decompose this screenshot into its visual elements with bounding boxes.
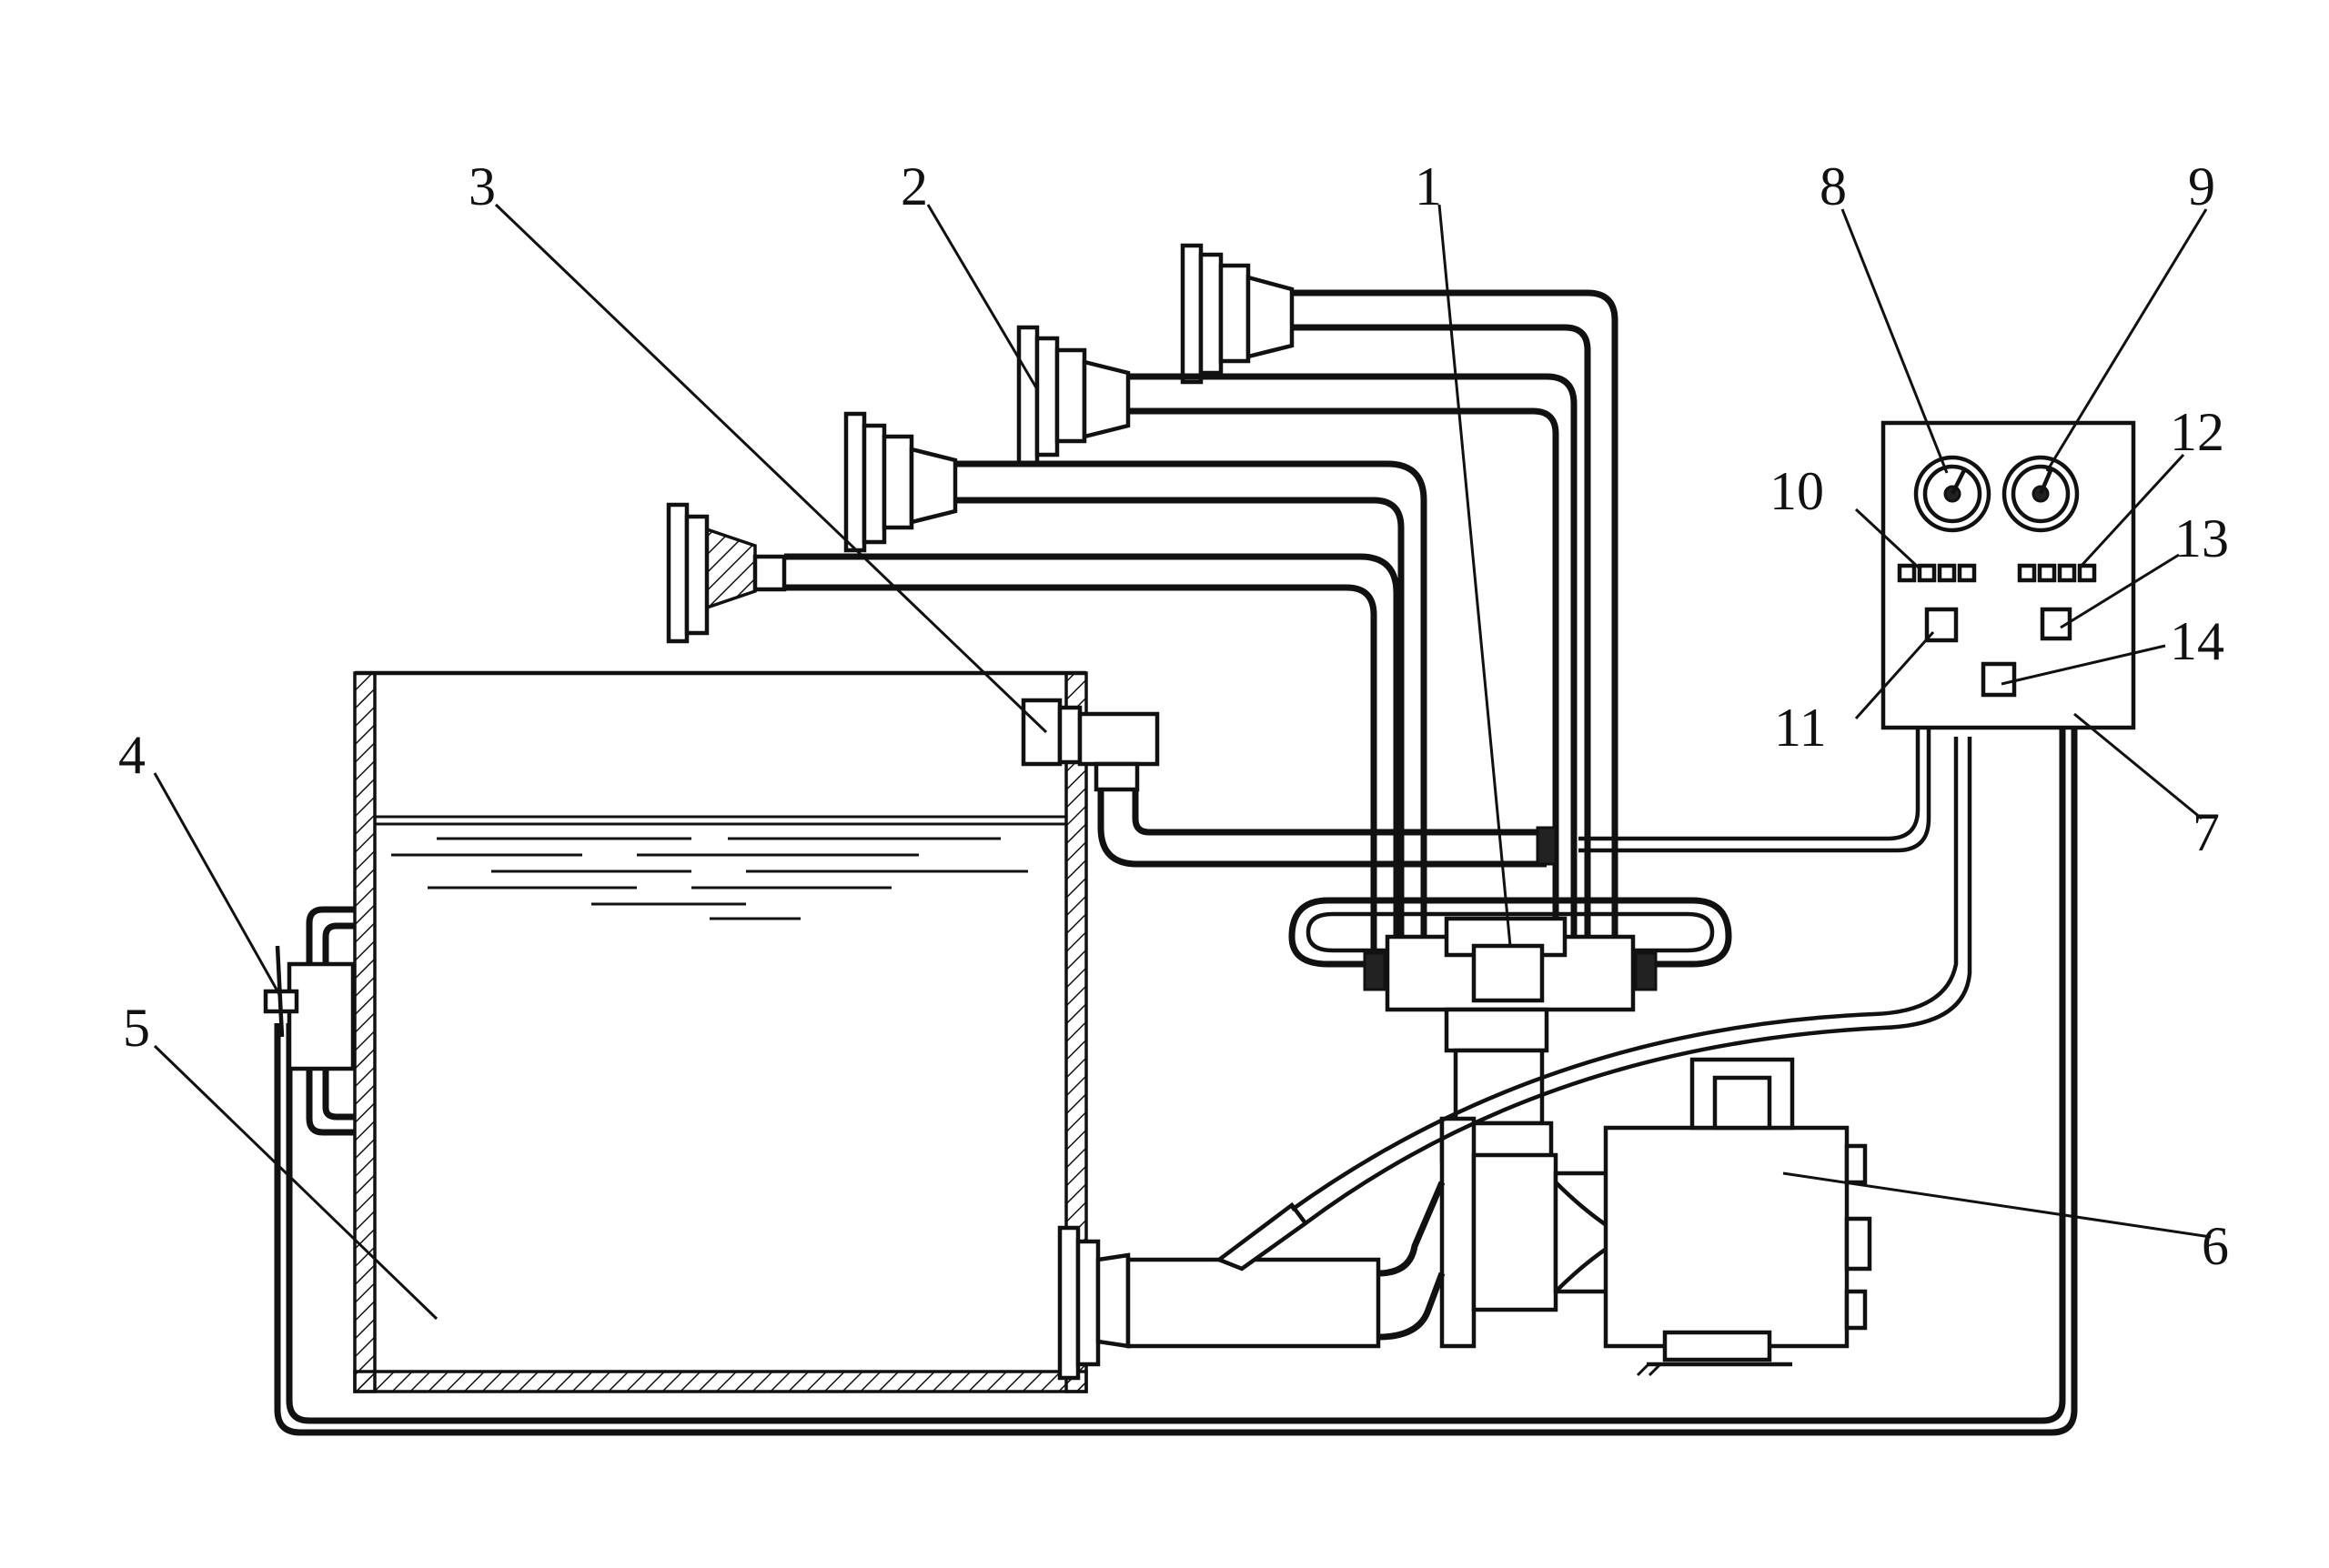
label-13: 13 (2174, 508, 2229, 568)
water-tank (353, 670, 1088, 1393)
manifold-loop (1288, 897, 1732, 968)
label-10: 10 (1769, 461, 1824, 521)
nozzle-assembly-2 (1016, 325, 1578, 955)
switch-14 (1981, 661, 2017, 698)
label-7: 7 (2193, 802, 2220, 862)
label-3: 3 (469, 156, 496, 216)
callout-labels: 1 2 3 4 5 6 7 8 9 10 11 12 13 14 (118, 156, 2229, 1276)
label-1: 1 (1415, 156, 1442, 216)
top-outlet-fitting (1021, 698, 1547, 868)
base-return-pipe (274, 728, 2078, 1436)
nozzle-assembly-3 (843, 411, 1427, 955)
indicator-lights-right (2017, 563, 2097, 583)
pressure-gauge-right (2001, 455, 2080, 533)
nozzle-assembly-1 (1180, 243, 1618, 955)
pressure-gauge-left (1913, 455, 1991, 533)
label-4: 4 (118, 725, 146, 785)
motor (1603, 1057, 1872, 1377)
water-surface (375, 815, 1066, 920)
manifold-body (1363, 826, 1658, 1012)
indicator-lights-left (1897, 563, 1977, 583)
drain-valve (263, 906, 356, 1136)
label-11: 11 (1774, 698, 1827, 758)
nozzle-assembly-4 (666, 502, 1400, 955)
pump-unit (1439, 1116, 1613, 1349)
label-5: 5 (123, 998, 150, 1058)
suction-pipe (1057, 737, 1972, 1381)
label-2: 2 (901, 156, 928, 216)
label-9: 9 (2188, 156, 2215, 216)
label-8: 8 (1820, 156, 1847, 216)
control-panel (1578, 420, 2136, 853)
leader-lines (153, 203, 2212, 1321)
label-12: 12 (2170, 402, 2224, 462)
label-6: 6 (2202, 1216, 2229, 1276)
label-14: 14 (2170, 611, 2224, 671)
